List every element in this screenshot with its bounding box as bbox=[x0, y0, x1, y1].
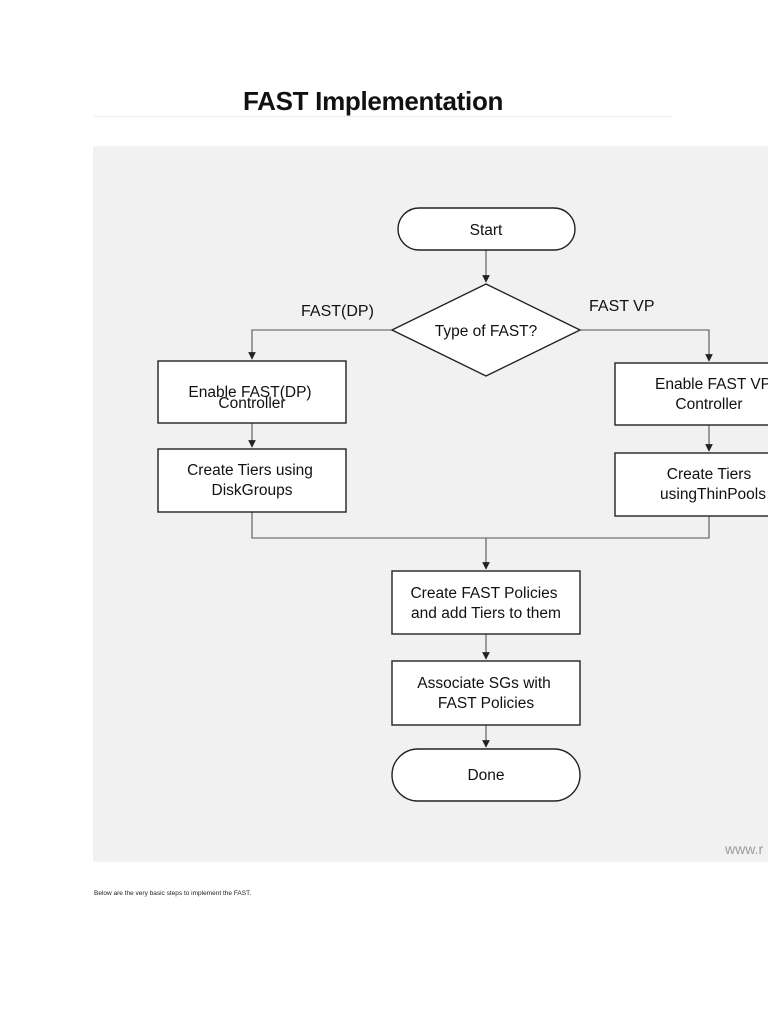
create-tiers-thinpools-box bbox=[614, 452, 768, 517]
associate-sgs-box bbox=[391, 660, 581, 726]
branch-label-fast-vp: FAST VP bbox=[589, 298, 655, 315]
merge-line bbox=[251, 512, 710, 539]
associate-sgs-line2: FAST Policies bbox=[438, 695, 534, 712]
associate-sgs-line1: Associate SGs with bbox=[417, 675, 551, 692]
watermark-text: www.r bbox=[724, 841, 763, 857]
start-label: Start bbox=[470, 222, 503, 239]
done-terminal bbox=[391, 748, 581, 802]
enable-fast-dp-label-line1: Enable FAST(DP) bbox=[188, 384, 311, 401]
create-tiers-diskgroups-line1: Create Tiers using bbox=[187, 462, 313, 479]
flowchart-figure: Start Type of FAST? Enable FAST(DP) Cont… bbox=[93, 146, 768, 862]
connectors bbox=[248, 250, 713, 748]
enable-fast-vp-label-line2: Controller bbox=[675, 396, 742, 413]
decision-diamond bbox=[390, 283, 582, 377]
enable-fast-dp-box bbox=[157, 360, 347, 424]
create-tiers-thinpools-line2: usingThinPools bbox=[660, 486, 766, 503]
create-tiers-diskgroups-box bbox=[157, 448, 347, 513]
flowchart-diagram: Start Type of FAST? Enable FAST(DP) Cont… bbox=[157, 207, 768, 857]
enable-fast-vp-box bbox=[614, 362, 768, 426]
title-divider bbox=[94, 116, 672, 117]
arrow-decision-to-left bbox=[248, 329, 392, 360]
arrow-decision-to-right bbox=[579, 329, 713, 362]
page-title: FAST Implementation bbox=[243, 86, 504, 116]
decision-label: Type of FAST? bbox=[435, 323, 538, 340]
enable-fast-dp-label-line2-text: Controller bbox=[218, 395, 285, 412]
enable-fast-dp-label-line2: Controller bbox=[218, 395, 285, 412]
create-tiers-diskgroups-line2: DiskGroups bbox=[212, 482, 293, 499]
done-label: Done bbox=[467, 767, 504, 784]
branch-label-fast-dp: FAST(DP) bbox=[301, 303, 374, 320]
create-fast-policies-box bbox=[391, 570, 581, 635]
caption-text: Below are the very basic steps to implem… bbox=[94, 890, 252, 897]
create-fast-policies-line1: Create FAST Policies bbox=[410, 585, 557, 602]
enable-fast-vp-label-line1: Enable FAST VP bbox=[655, 376, 768, 393]
create-fast-policies-line2: and add Tiers to them bbox=[411, 605, 561, 622]
start-terminal bbox=[397, 207, 576, 251]
create-tiers-thinpools-line1: Create Tiers bbox=[667, 466, 752, 483]
